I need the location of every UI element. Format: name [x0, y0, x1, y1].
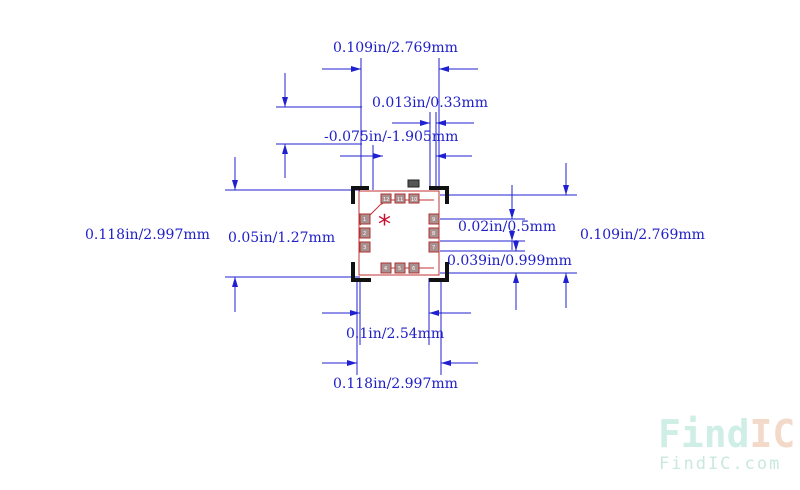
pad-label: 1	[363, 217, 366, 223]
pad-label: 10	[411, 197, 417, 203]
dim-top-width: 0.109in/2.769mm	[333, 40, 458, 56]
pad-label: 2	[363, 231, 366, 237]
dim-bottom-width: 0.118in/2.997mm	[333, 376, 458, 392]
pad-top-1	[380, 193, 392, 204]
pads-top: 12 11 10	[380, 193, 420, 204]
findic-logo: FindIC FindIC.com	[658, 412, 795, 474]
pad-bottom-1	[380, 262, 392, 274]
pad-left-3	[359, 241, 371, 253]
pad-left-2	[359, 227, 371, 239]
dim-right-height: 0.109in/2.769mm	[580, 227, 705, 243]
pad-left-1	[359, 213, 371, 225]
pad-label: 9	[432, 217, 435, 223]
silkscreen-corners	[351, 186, 449, 282]
logo-url: FindIC.com	[659, 454, 781, 474]
dim-pad-pitch: 0.02in/0.5mm	[458, 219, 556, 235]
pad-top-3	[408, 193, 420, 204]
pad-label: 6	[412, 266, 415, 272]
pad-label: 4	[384, 266, 387, 272]
logo-find: Find	[658, 412, 750, 456]
dimension-arrows	[232, 66, 569, 366]
pad-label: 11	[397, 197, 403, 203]
dim-pad-width: 0.013in/0.33mm	[372, 95, 488, 111]
pads-right: 9 8 7	[428, 213, 440, 253]
dim-pad-length: 0.039in/0.999mm	[447, 253, 572, 269]
pad-label: 3	[363, 245, 366, 251]
pad-label: 8	[432, 231, 435, 237]
pad-top-2	[394, 193, 406, 204]
pin1-star-icon: *	[378, 210, 391, 240]
pad-right-1	[428, 213, 440, 225]
dim-offset: -0.075in/-1.905mm	[324, 129, 458, 145]
dim-bottom-pitch: 0.1in/2.54mm	[346, 326, 444, 342]
pad-right-2	[428, 227, 440, 239]
pads-left: 1 2 3	[359, 213, 371, 253]
pad-right-3	[428, 241, 440, 253]
logo-ic: IC	[750, 412, 796, 456]
svg-text:FindIC: FindIC	[658, 412, 795, 456]
pad-bottom-3	[408, 262, 420, 274]
package-outline	[358, 190, 440, 276]
pad-bottom-2	[394, 262, 406, 274]
pad-label: 5	[398, 266, 401, 272]
pin1-indicator-icon	[407, 179, 420, 188]
dim-pitch-vertical: 0.05in/1.27mm	[228, 230, 335, 246]
pad-label: 12	[383, 197, 389, 203]
dim-left-height: 0.118in/2.997mm	[85, 227, 210, 243]
pads-bottom: 4 5 6	[380, 262, 420, 274]
pad-label: 7	[432, 245, 435, 251]
